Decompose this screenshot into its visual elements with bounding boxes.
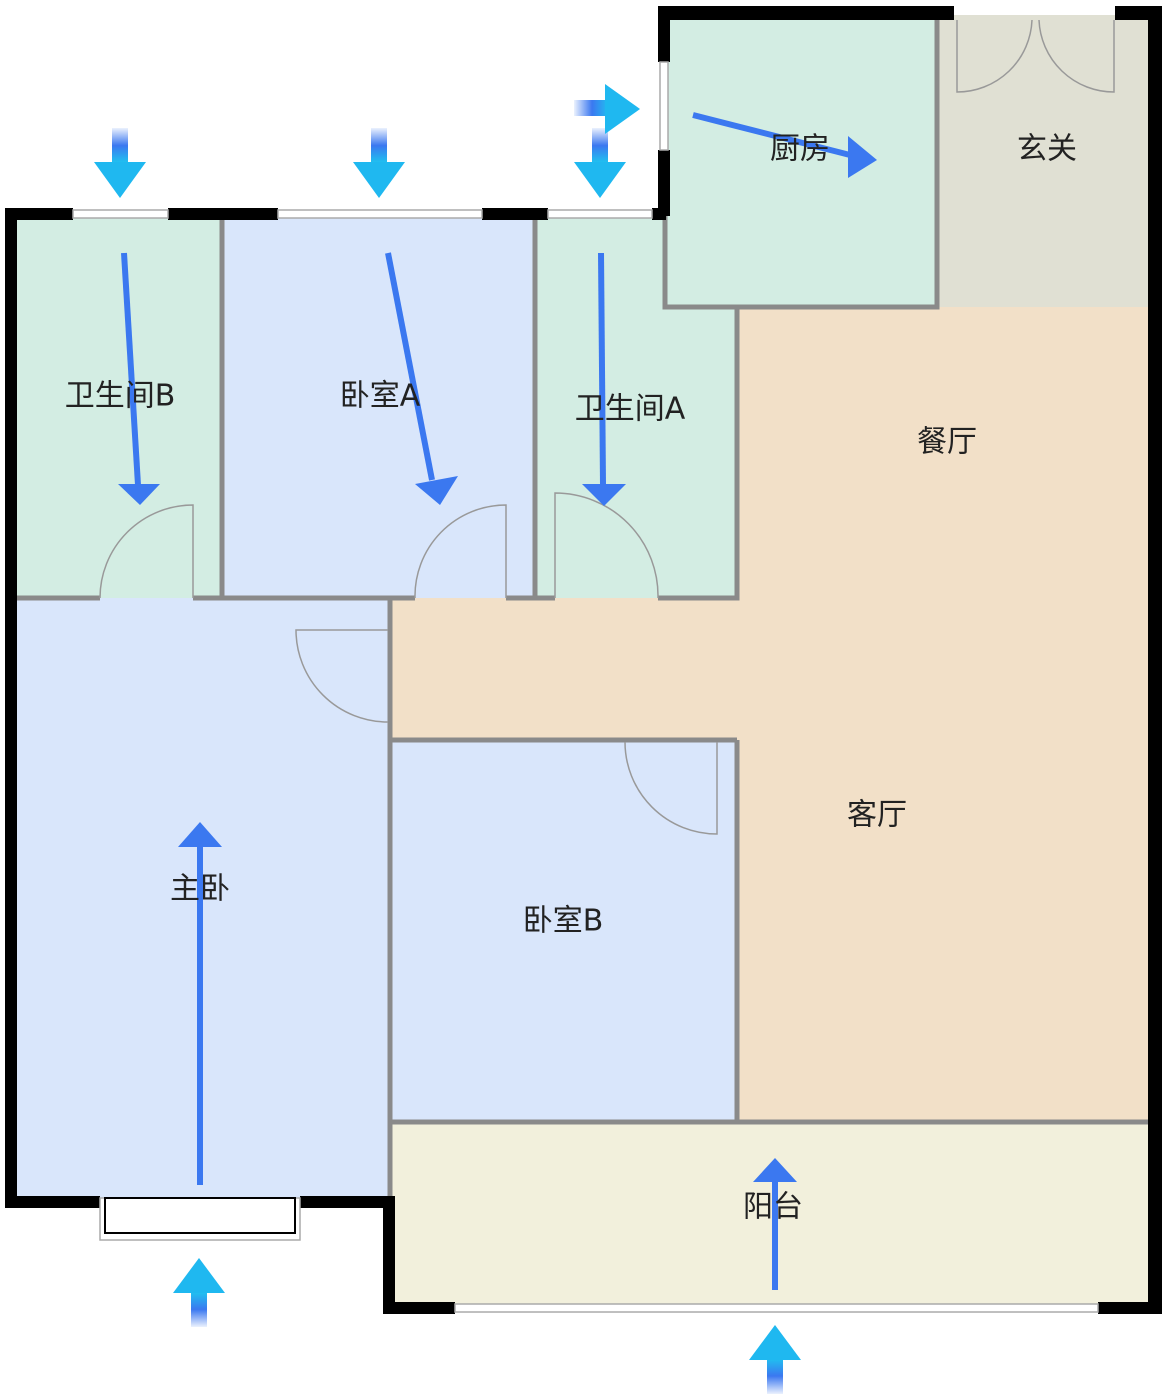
label-kitchen: 厨房 — [770, 132, 830, 167]
label-bathroom-a: 卫生间A — [575, 392, 686, 427]
inflow-arrows — [94, 84, 801, 1394]
room-bathroom-b — [15, 218, 222, 598]
windows — [72, 61, 1099, 1313]
interior-walls — [15, 15, 1150, 1200]
room-bedroom-a — [222, 218, 535, 598]
label-master-bedroom: 主卧 — [170, 872, 230, 907]
label-bedroom-a: 卧室A — [340, 379, 421, 414]
airflow-arrows — [118, 112, 877, 1290]
exterior-walls — [5, 6, 1162, 1314]
label-balcony: 阳台 — [743, 1190, 803, 1225]
label-entrance: 玄关 — [1017, 132, 1077, 167]
room-balcony — [390, 1122, 1150, 1305]
doors — [99, 19, 1115, 835]
room-living-dining — [390, 307, 1150, 1122]
label-dining: 餐厅 — [917, 425, 977, 460]
room-kitchen — [665, 15, 937, 307]
label-living: 客厅 — [847, 798, 907, 833]
room-bedroom-b — [390, 740, 737, 1122]
label-bedroom-b: 卧室B — [523, 904, 604, 939]
label-bathroom-b: 卫生间B — [65, 379, 176, 414]
